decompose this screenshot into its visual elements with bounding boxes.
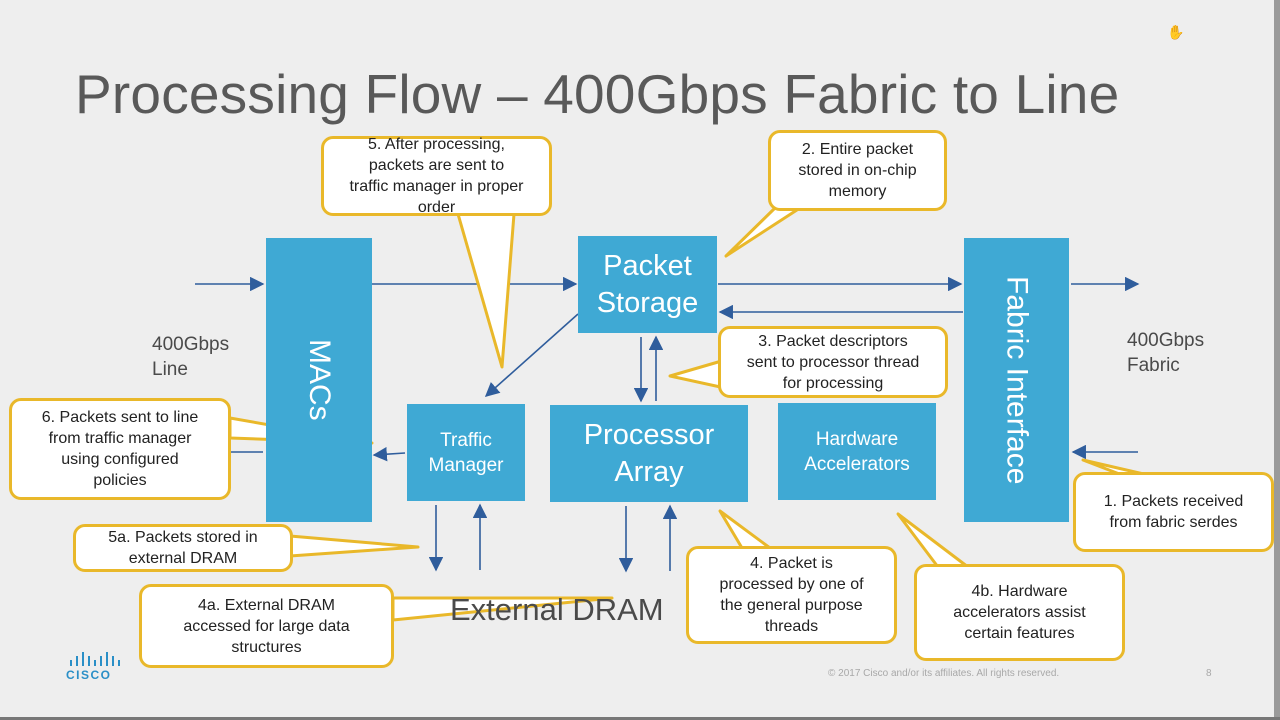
- arrow-storage-to-tm: [484, 313, 579, 397]
- cisco-logo-word: CISCO: [66, 668, 112, 682]
- callout-5a-line2: external DRAM: [128, 550, 238, 567]
- callout-6-line4: policies: [93, 472, 147, 489]
- callout-5a-line1: 5a. Packets stored in: [108, 529, 258, 546]
- callout-2-line2: stored in on-chip: [798, 162, 917, 179]
- hardware-accelerators-block: Hardware Accelerators: [778, 403, 936, 500]
- callout-2-line3: memory: [828, 183, 887, 200]
- callout-6-line1: 6. Packets sent to line: [41, 409, 199, 426]
- callout-3-line3: for processing: [782, 374, 884, 392]
- page-number: 8: [1206, 668, 1212, 679]
- callout-4a-line2: accessed for large data: [183, 617, 350, 635]
- callout-1-line1: 1. Packets received: [1103, 493, 1244, 510]
- line-side-label: 400Gbps Line: [152, 332, 229, 382]
- callout-4b-line2: accelerators assist: [953, 604, 1086, 621]
- vertical-scrollbar[interactable]: [1274, 0, 1280, 720]
- hand-cursor-icon: ✋: [1167, 24, 1185, 40]
- callout-pointer-3: [668, 358, 727, 390]
- callout-5-line1: 5. After processing,: [368, 136, 505, 153]
- packet-storage-label-line2: Storage: [596, 286, 699, 319]
- processor-array-label-line2: Array: [614, 455, 684, 488]
- callout-4a-line3: structures: [231, 638, 302, 656]
- line-side-label-rate: 400Gbps: [152, 334, 230, 355]
- callout-4-line4: threads: [764, 618, 819, 635]
- slide-title: Processing Flow – 400Gbps Fabric to Line: [75, 63, 1120, 125]
- processor-array-label-line1: Processor: [583, 418, 715, 451]
- horizontal-scrollbar[interactable]: [0, 717, 1280, 720]
- macs-label: MACs: [303, 339, 336, 421]
- callout-1-line2: from fabric serdes: [1109, 514, 1238, 531]
- callout-5a: 5a. Packets stored in external DRAM: [73, 524, 293, 572]
- callout-4-line3: the general purpose: [720, 597, 863, 614]
- callout-6: 6. Packets sent to line from traffic man…: [9, 398, 231, 500]
- callout-5-line2: packets are sent to: [368, 157, 505, 174]
- fabric-interface-label: Fabric Interface: [1000, 275, 1034, 485]
- fabric-side-label: 400Gbps Fabric: [1127, 328, 1204, 378]
- hardware-accelerators-label-line1: Hardware: [815, 428, 899, 450]
- fabric-side-label-name: Fabric: [1127, 355, 1180, 376]
- callout-6-line3: using configured: [61, 451, 179, 468]
- line-side-label-name: Line: [152, 359, 188, 380]
- callout-5: 5. After processing, packets are sent to…: [321, 136, 552, 216]
- cisco-logo-bars: [66, 650, 126, 666]
- callout-4b: 4b. Hardware accelerators assist certain…: [914, 564, 1125, 661]
- callout-4b-line3: certain features: [964, 625, 1075, 642]
- callout-pointer-4b: [896, 512, 970, 569]
- callout-3: 3. Packet descriptors sent to processor …: [718, 326, 948, 398]
- packet-storage-label-line1: Packet: [603, 249, 692, 282]
- callout-2: 2. Entire packet stored in on-chip memor…: [768, 130, 947, 211]
- cisco-logo-icon: CISCO: [66, 650, 126, 682]
- callout-4: 4. Packet is processed by one of the gen…: [686, 546, 897, 644]
- packet-storage-block: Packet Storage: [578, 236, 717, 333]
- callout-5-line4: order: [417, 199, 456, 216]
- callout-4b-line1: 4b. Hardware: [971, 583, 1068, 600]
- callout-pointer-5a: [288, 534, 420, 558]
- callout-4a-line1: 4a. External DRAM: [198, 596, 335, 614]
- callout-pointer-4: [718, 509, 772, 550]
- callout-4a: 4a. External DRAM accessed for large dat…: [139, 584, 394, 668]
- traffic-manager-block: Traffic Manager: [407, 404, 525, 501]
- fabric-interface-block: Fabric Interface: [964, 238, 1069, 522]
- callout-4-line2: processed by one of: [719, 576, 864, 593]
- callout-6-line2: from traffic manager: [48, 430, 192, 447]
- callout-pointer-2: [724, 206, 802, 258]
- callout-3-line2: sent to processor thread: [746, 353, 920, 371]
- hardware-accelerators-label-line2: Accelerators: [804, 453, 910, 475]
- traffic-manager-label-line2: Manager: [428, 454, 504, 476]
- macs-block: MACs: [266, 238, 372, 522]
- traffic-manager-label-line1: Traffic: [440, 429, 492, 451]
- callout-pointer-5: [456, 212, 516, 369]
- callout-5-line3: traffic manager in proper: [349, 178, 524, 195]
- copyright-footer: © 2017 Cisco and/or its affiliates. All …: [828, 668, 1060, 679]
- processor-array-block: Processor Array: [550, 405, 748, 502]
- fabric-side-label-rate: 400Gbps: [1127, 330, 1205, 351]
- callout-3-line1: 3. Packet descriptors: [758, 332, 908, 350]
- arrow-tm-to-macs: [372, 446, 406, 462]
- external-dram-label: External DRAM: [450, 592, 664, 627]
- callout-4-line1: 4. Packet is: [750, 555, 833, 572]
- callout-1: 1. Packets received from fabric serdes: [1073, 472, 1274, 552]
- callout-2-line1: 2. Entire packet: [801, 141, 914, 158]
